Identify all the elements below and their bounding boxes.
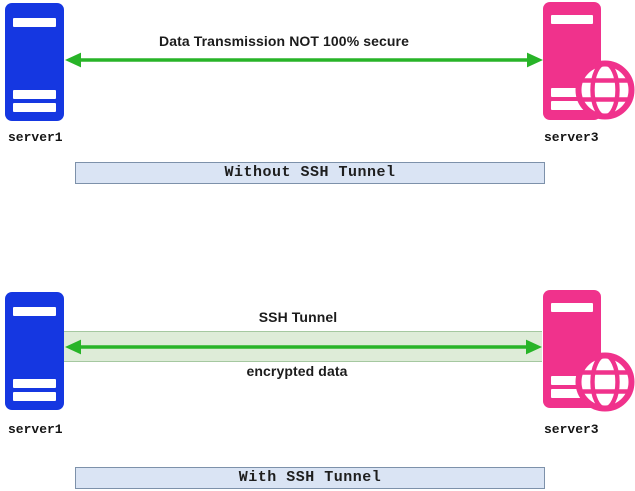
server3-label: server3	[544, 130, 599, 145]
server-slot	[551, 101, 593, 110]
server1-label: server1	[8, 130, 63, 145]
server-slot	[551, 15, 593, 24]
ssh-tunnel-label: SSH Tunnel	[258, 309, 338, 325]
double-headed-arrow-icon	[65, 339, 542, 355]
server-slot	[13, 307, 56, 316]
server-slot	[551, 389, 593, 398]
server-slot	[551, 88, 593, 97]
server-slot	[13, 103, 56, 112]
globe-icon	[575, 352, 635, 412]
double-headed-arrow-icon	[65, 52, 543, 68]
server-tower-icon	[5, 292, 64, 410]
server-slot	[551, 303, 593, 312]
globe-icon	[575, 60, 635, 120]
caption-with-ssh-tunnel: With SSH Tunnel	[75, 467, 545, 489]
server-slot	[13, 392, 56, 401]
server-slot	[13, 90, 56, 99]
server3-label: server3	[544, 422, 599, 437]
server-tower-icon	[5, 3, 64, 121]
server-slot	[13, 18, 56, 27]
server-slot	[13, 379, 56, 388]
server-slot	[551, 376, 593, 385]
caption-without-ssh-tunnel: Without SSH Tunnel	[75, 162, 545, 184]
transmission-label: Data Transmission NOT 100% secure	[159, 33, 409, 49]
server1-label: server1	[8, 422, 63, 437]
encrypted-data-label: encrypted data	[246, 363, 348, 379]
